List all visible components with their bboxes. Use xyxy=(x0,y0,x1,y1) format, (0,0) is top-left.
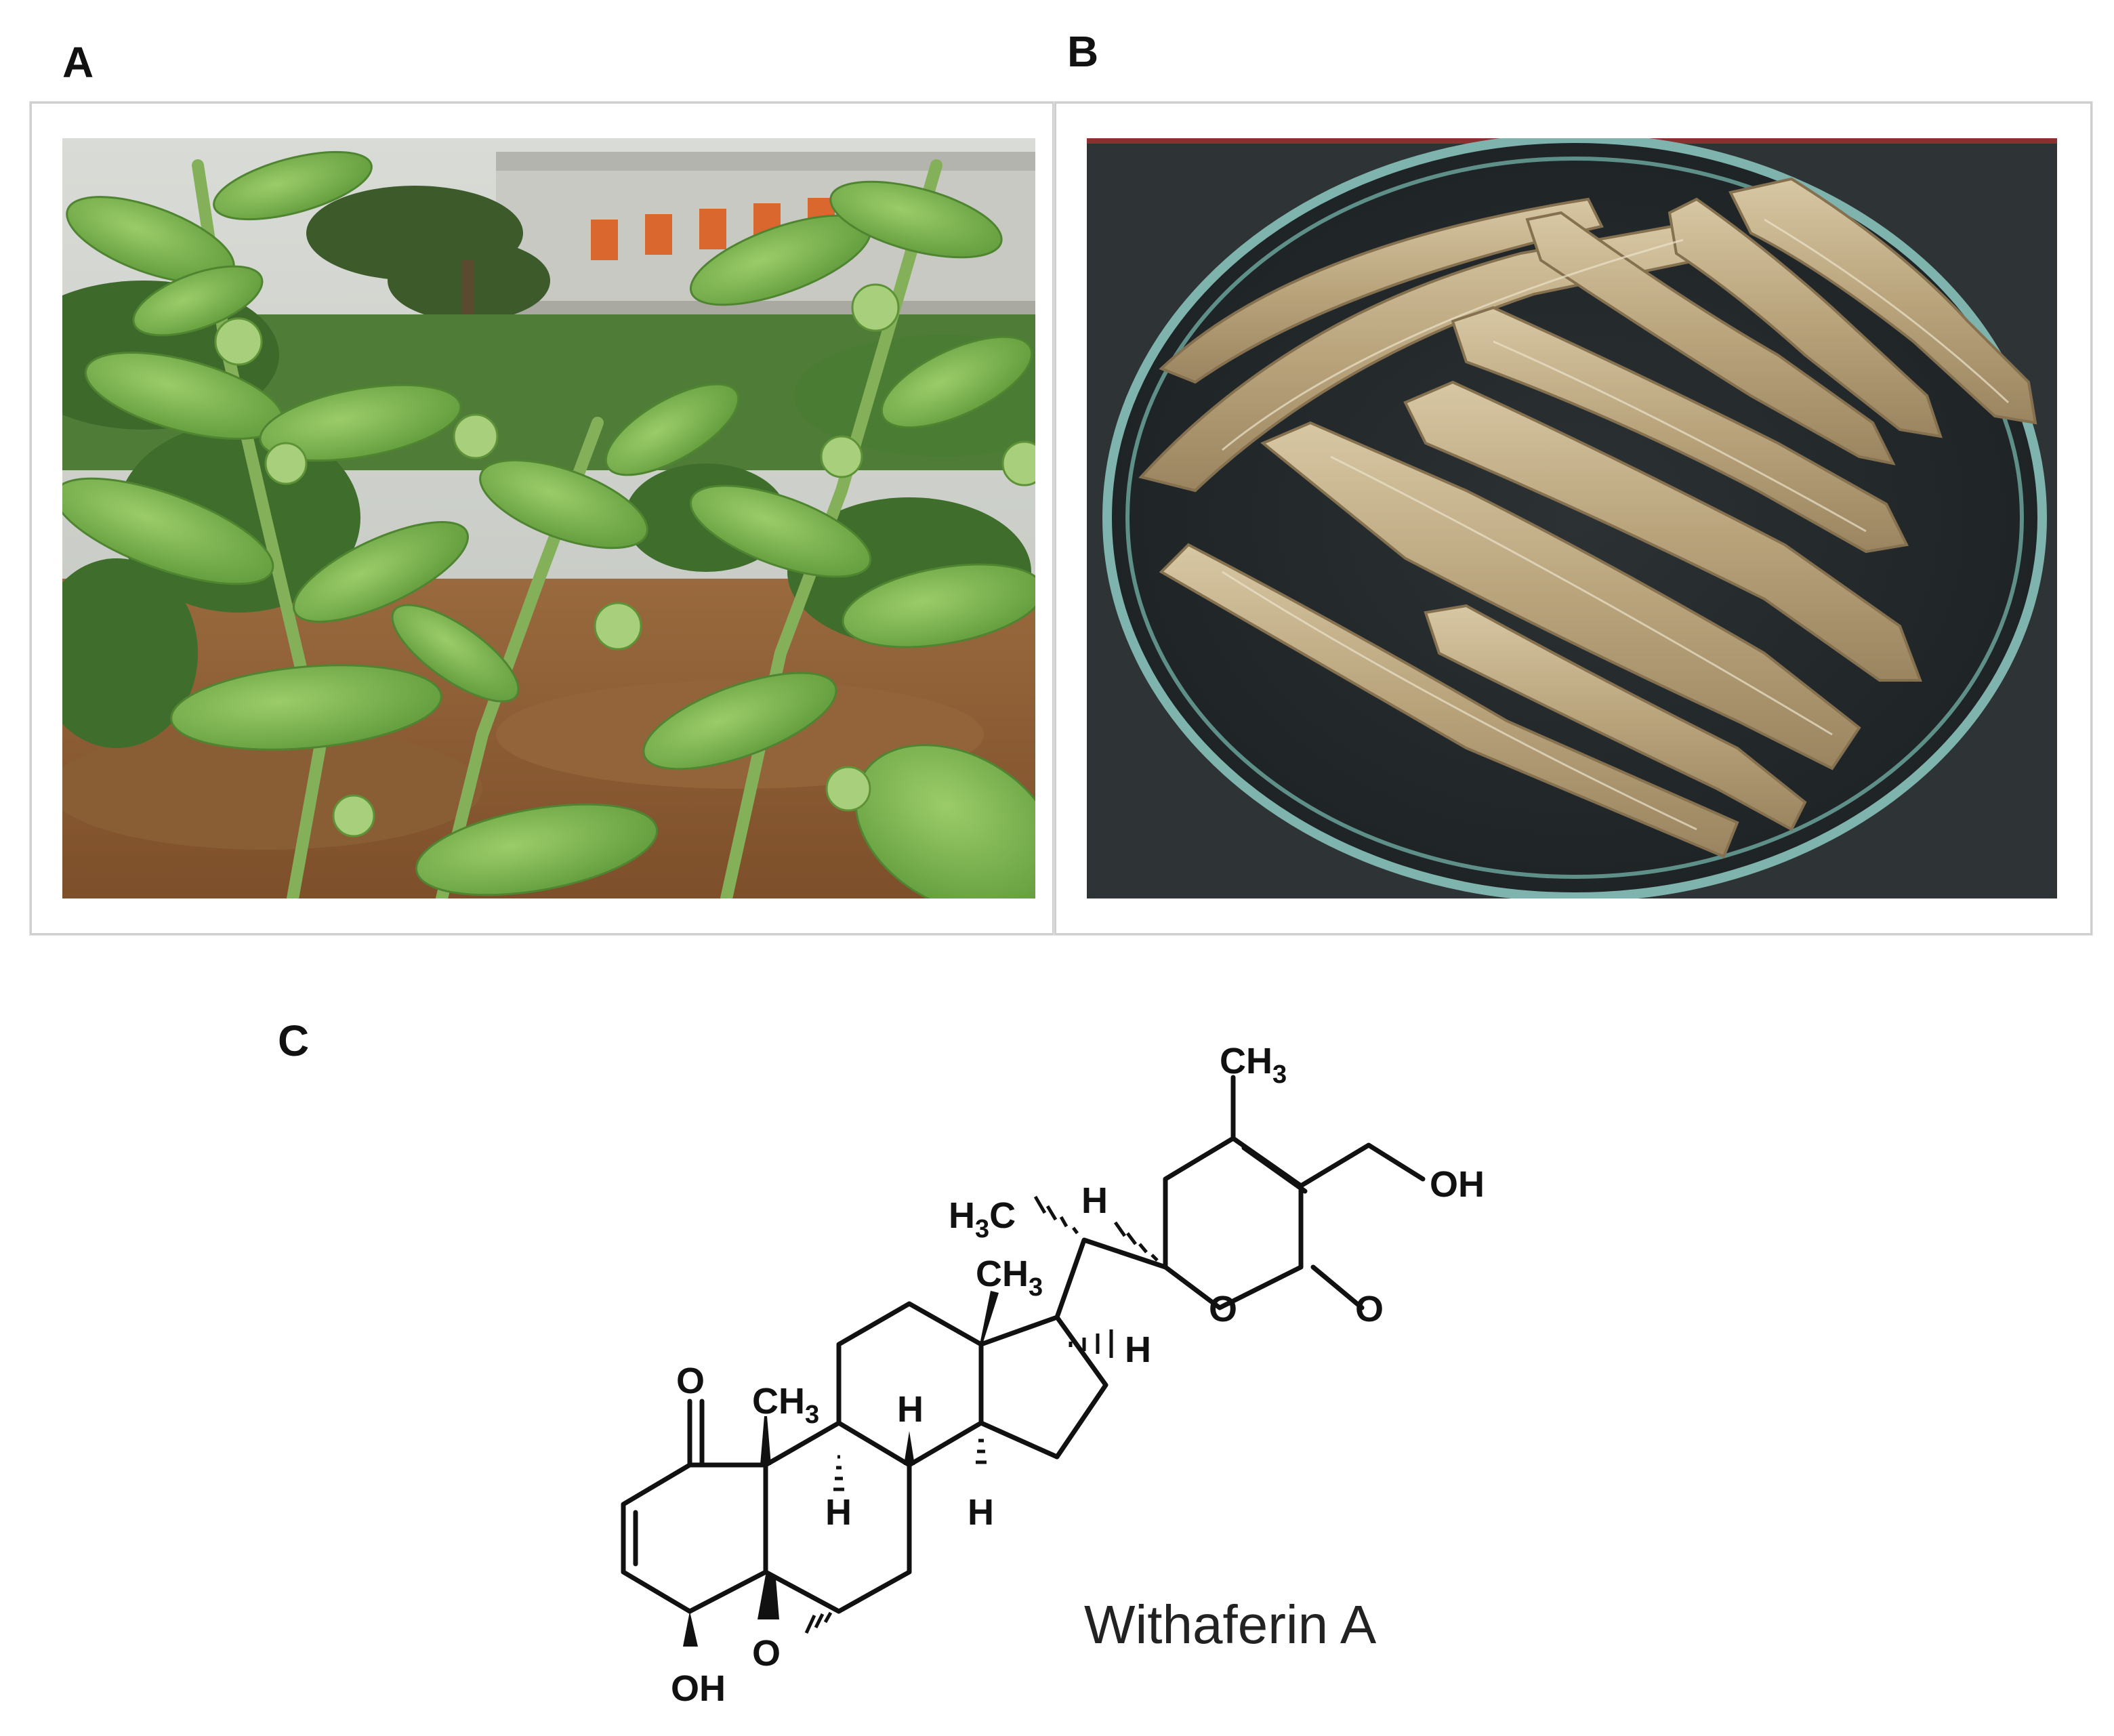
c17-h-label: H xyxy=(1125,1329,1151,1370)
hydroxymethyl-label: OH xyxy=(1430,1164,1485,1205)
roots-photo xyxy=(1087,138,2057,898)
side-chain-methyl-label: H xyxy=(949,1195,975,1236)
svg-text:CH3: CH3 xyxy=(976,1254,1043,1302)
panel-label-c: C xyxy=(278,1016,310,1065)
epoxide-o-label: O xyxy=(752,1633,781,1674)
c8-h-label: H xyxy=(897,1389,924,1430)
ketone-o-label: O xyxy=(676,1361,705,1401)
svg-text:H3C: H3C xyxy=(949,1195,1016,1243)
c10-methyl-label: CH xyxy=(752,1381,805,1422)
compound-name: Withaferin A xyxy=(1084,1594,1377,1655)
svg-text:CH3: CH3 xyxy=(752,1381,819,1429)
svg-text:CH3: CH3 xyxy=(1220,1041,1287,1089)
c9-h-label: H xyxy=(825,1492,852,1533)
methyl-top-label: CH xyxy=(1220,1041,1272,1081)
panel-label-b: B xyxy=(1067,27,1099,76)
c13-methyl-label: CH xyxy=(976,1254,1029,1294)
panel-label-a: A xyxy=(62,38,94,87)
c4-oh-label: OH xyxy=(671,1668,726,1709)
lactone-carbonyl-o-label: O xyxy=(1355,1289,1384,1329)
plant-photo xyxy=(62,138,1035,898)
c14-h-label: H xyxy=(968,1492,994,1533)
side-chain-h-label: H xyxy=(1081,1180,1108,1221)
lactone-o-label: O xyxy=(1209,1289,1237,1329)
withaferin-a-structure: CH3 OH H H3C O O CH3 H O CH3 H H H O OH xyxy=(621,1041,1485,1709)
